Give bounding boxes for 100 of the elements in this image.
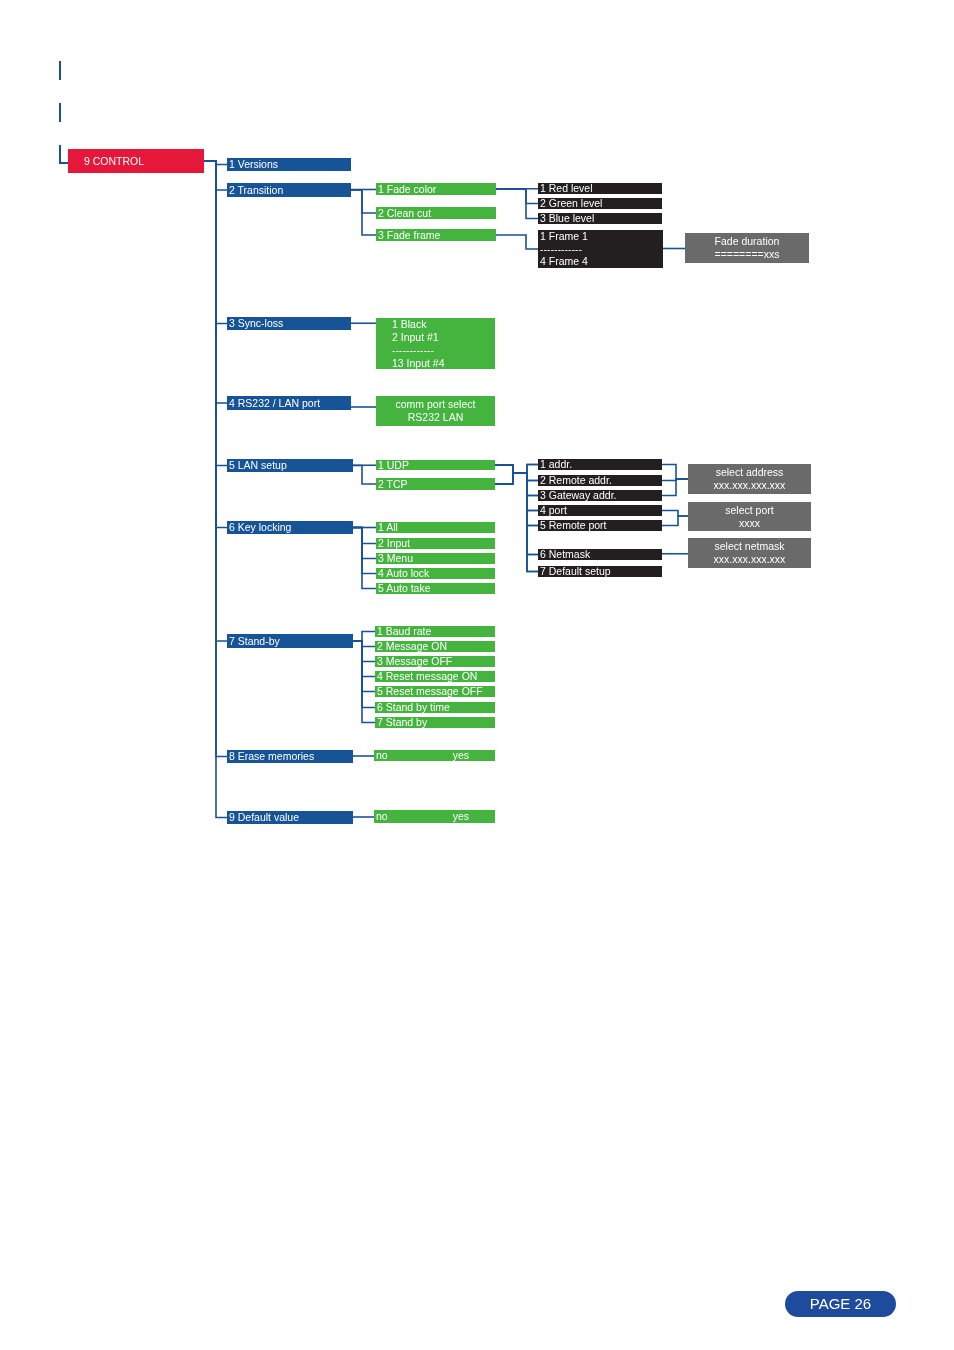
menu-box [538, 459, 662, 470]
menu-box [538, 213, 662, 224]
menu-label: xxx.xxx.xxx.xxx [713, 479, 786, 492]
menu-label: 4 Frame 4 [540, 255, 589, 269]
menu-box [376, 460, 495, 470]
menu-label: 1 Fade color [378, 182, 438, 196]
connector-line [661, 478, 689, 497]
menu-label: 4 RS232 / LAN port [229, 396, 322, 410]
menu-label: 1 Red level [540, 182, 594, 195]
menu-label: 7 Default setup [540, 565, 612, 578]
menu-label: 3 Sync-loss [229, 317, 285, 330]
connector-line [495, 234, 539, 250]
menu-label: 1 UDP [378, 458, 410, 472]
menu-label: 1 addr. [540, 458, 574, 471]
connector-line [352, 816, 375, 818]
menu-box [376, 183, 496, 195]
menu-box [227, 521, 353, 534]
menu-label: xxx.xxx.xxx.xxx [713, 553, 786, 566]
menu-box [227, 750, 353, 763]
menu-label: 4 Auto lock [378, 567, 431, 580]
menu-box [68, 149, 204, 173]
menu-label: 2 Green level [540, 197, 604, 210]
menu-label: 7 Stand by [377, 716, 429, 729]
menu-label: select address [715, 466, 784, 479]
menu-box [375, 656, 495, 667]
connector-line [661, 552, 689, 555]
menu-box [376, 396, 495, 426]
menu-label: yes [452, 810, 469, 823]
connector-line [495, 188, 539, 220]
connector-line [350, 406, 377, 408]
menu-box [538, 183, 662, 194]
menu-box [538, 566, 662, 577]
menu-box [538, 520, 662, 531]
menu-box [376, 478, 495, 490]
menu-label: 6 Netmask [540, 548, 592, 561]
menu-label: 1 Black [392, 317, 428, 331]
menu-box [538, 490, 662, 501]
menu-box [538, 198, 662, 209]
menu-box [538, 549, 662, 560]
menu-label: 3 Menu [378, 552, 415, 565]
menu-box [538, 475, 662, 486]
menu-label: 2 Clean cut [378, 206, 433, 220]
menu-label: RS232 LAN [407, 411, 464, 424]
menu-box [227, 634, 353, 648]
menu-box [227, 396, 351, 410]
menu-label: 9 CONTROL [84, 154, 146, 168]
menu-box [375, 671, 495, 682]
menu-label: 4 port [540, 504, 568, 517]
menu-label: select port [725, 503, 774, 517]
menu-label: select netmask [714, 540, 785, 553]
connector-line [352, 526, 377, 590]
menu-label: 5 LAN setup [229, 459, 288, 472]
connector-line [662, 247, 686, 250]
connector-line [352, 640, 376, 724]
menu-label: 3 Blue level [540, 212, 596, 225]
menu-box [375, 717, 495, 728]
connector-line [352, 464, 377, 485]
menu-label: 2 Message ON [377, 640, 449, 653]
menu-box [376, 583, 495, 594]
menu-box [227, 459, 353, 472]
menu-label: 1 Baud rate [377, 625, 433, 638]
menu-label: 2 Transition [229, 183, 285, 197]
menu-box [227, 317, 351, 330]
menu-label: 3 Gateway addr. [540, 489, 618, 502]
menu-label: 6 Stand by time [377, 701, 451, 714]
menu-box [538, 505, 662, 516]
menu-label: 13 Input #4 [392, 356, 446, 370]
menu-label: 9 Default value [229, 811, 301, 824]
menu-box [688, 464, 811, 494]
menu-box [374, 750, 495, 761]
menu-label: 5 Remote port [540, 519, 608, 532]
menu-box [375, 702, 495, 713]
menu-label: 3 Message OFF [377, 655, 454, 668]
connector-line [352, 755, 375, 757]
menu-label: 3 Fade frame [378, 228, 442, 242]
menu-label: 1 All [378, 521, 399, 534]
menu-label: 1 Versions [229, 158, 280, 171]
menu-box [374, 810, 495, 823]
menu-label: ------------ [540, 242, 583, 256]
menu-label: no [376, 749, 388, 762]
connector-line [661, 515, 689, 527]
menu-label: Fade duration [714, 235, 780, 248]
page-number: PAGE 26 [785, 1291, 896, 1317]
connector-line [352, 464, 377, 467]
menu-label: 2 Input [378, 537, 412, 550]
menu-box [376, 522, 495, 533]
menu-label: 5 Auto take [378, 582, 432, 595]
menu-label: 2 Input #1 [392, 330, 440, 344]
menu-label: 7 Stand-by [229, 634, 281, 648]
menu-label: xxxx [739, 516, 760, 530]
menu-label: yes [452, 749, 469, 762]
menu-box [376, 229, 496, 241]
connector-line [350, 189, 377, 236]
menu-label: 2 TCP [378, 477, 409, 491]
menu-box [227, 811, 353, 824]
menu-label: ------------ [392, 343, 435, 357]
menu-box [375, 626, 495, 637]
menu-label: comm port select [395, 398, 476, 411]
menu-label: 6 Key locking [229, 521, 293, 534]
connector-line [350, 322, 377, 325]
